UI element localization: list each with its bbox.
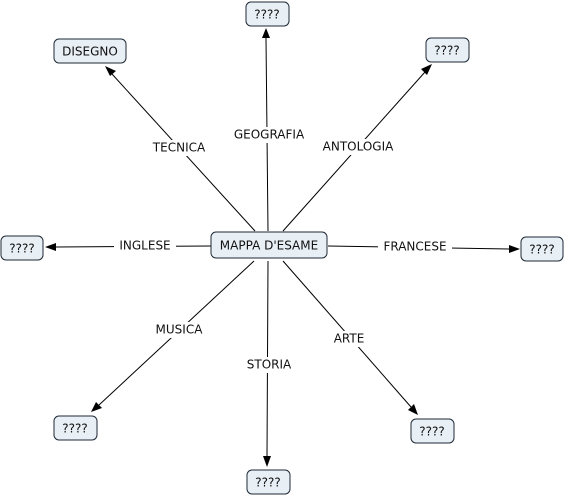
center-node[interactable]: MAPPA D'ESAME bbox=[210, 231, 328, 259]
arrowhead-icon bbox=[263, 456, 271, 467]
node-musica-target[interactable]: ???? bbox=[53, 415, 98, 441]
link-label-tecnica: TECNICA bbox=[152, 141, 206, 155]
node-box bbox=[53, 38, 127, 64]
link-label-antologia: ANTOLOGIA bbox=[323, 140, 395, 154]
link-label-bg bbox=[330, 331, 368, 347]
link-label-bg bbox=[378, 239, 452, 255]
edge-storia: STORIA bbox=[242, 260, 296, 467]
edge-inglese: INGLESE bbox=[45, 238, 212, 254]
edge-francese: FRANCESE bbox=[327, 239, 520, 255]
node-antologia-target[interactable]: ???? bbox=[425, 37, 470, 63]
node-label: ???? bbox=[9, 242, 34, 256]
link-label-francese: FRANCESE bbox=[383, 240, 446, 254]
link-label-bg bbox=[242, 357, 296, 373]
arrowhead-icon bbox=[408, 404, 418, 415]
edge-musica: MUSICA bbox=[91, 260, 255, 412]
node-box bbox=[245, 1, 290, 27]
node-box bbox=[520, 236, 564, 262]
link-label-geografia: GEOGRAFIA bbox=[234, 128, 305, 142]
node-inglese-target[interactable]: ???? bbox=[0, 235, 44, 261]
node-francese-target[interactable]: ???? bbox=[520, 236, 564, 262]
link-label-bg bbox=[319, 139, 397, 155]
edges-layer: GEOGRAFIA TECNICA ANTOLOGIA INGLESE bbox=[45, 28, 520, 467]
node-storia-target[interactable]: ???? bbox=[246, 469, 291, 495]
link-label-inglese: INGLESE bbox=[119, 239, 170, 253]
node-box bbox=[425, 37, 470, 63]
node-label: ???? bbox=[255, 476, 280, 490]
node-box bbox=[0, 235, 44, 261]
node-label: ???? bbox=[62, 422, 87, 436]
node-arte-target[interactable]: ???? bbox=[410, 418, 455, 444]
link-label-bg bbox=[114, 238, 176, 254]
edge-antologia: ANTOLOGIA bbox=[282, 64, 432, 232]
link-label-arte: ARTE bbox=[334, 332, 365, 346]
link-label-bg bbox=[151, 322, 207, 338]
node-label: ???? bbox=[254, 8, 279, 22]
node-label: ???? bbox=[434, 44, 459, 58]
node-geografia-target[interactable]: ???? bbox=[245, 1, 290, 27]
node-box bbox=[210, 231, 328, 259]
link-label-storia: STORIA bbox=[247, 358, 292, 372]
arrowhead-icon bbox=[421, 64, 432, 75]
link-label-musica: MUSICA bbox=[156, 323, 204, 337]
node-box bbox=[410, 418, 455, 444]
edge-geografia: GEOGRAFIA bbox=[231, 28, 307, 232]
node-label: ???? bbox=[419, 425, 444, 439]
link-label-bg bbox=[231, 127, 307, 143]
arrowhead-icon bbox=[105, 66, 116, 76]
arrowhead-icon bbox=[91, 402, 102, 412]
center-node-label: MAPPA D'ESAME bbox=[220, 239, 318, 253]
edge-tecnica: TECNICA bbox=[105, 66, 256, 232]
arrowhead-icon bbox=[509, 245, 520, 253]
node-label: ???? bbox=[529, 243, 554, 257]
node-box bbox=[246, 469, 291, 495]
link-label-bg bbox=[149, 140, 209, 156]
node-box bbox=[53, 415, 98, 441]
node-disegno[interactable]: DISEGNO bbox=[53, 38, 127, 64]
arrowhead-icon bbox=[45, 243, 56, 251]
node-label: DISEGNO bbox=[62, 45, 118, 59]
arrowhead-icon bbox=[262, 28, 270, 38]
edge-arte: ARTE bbox=[282, 260, 418, 415]
